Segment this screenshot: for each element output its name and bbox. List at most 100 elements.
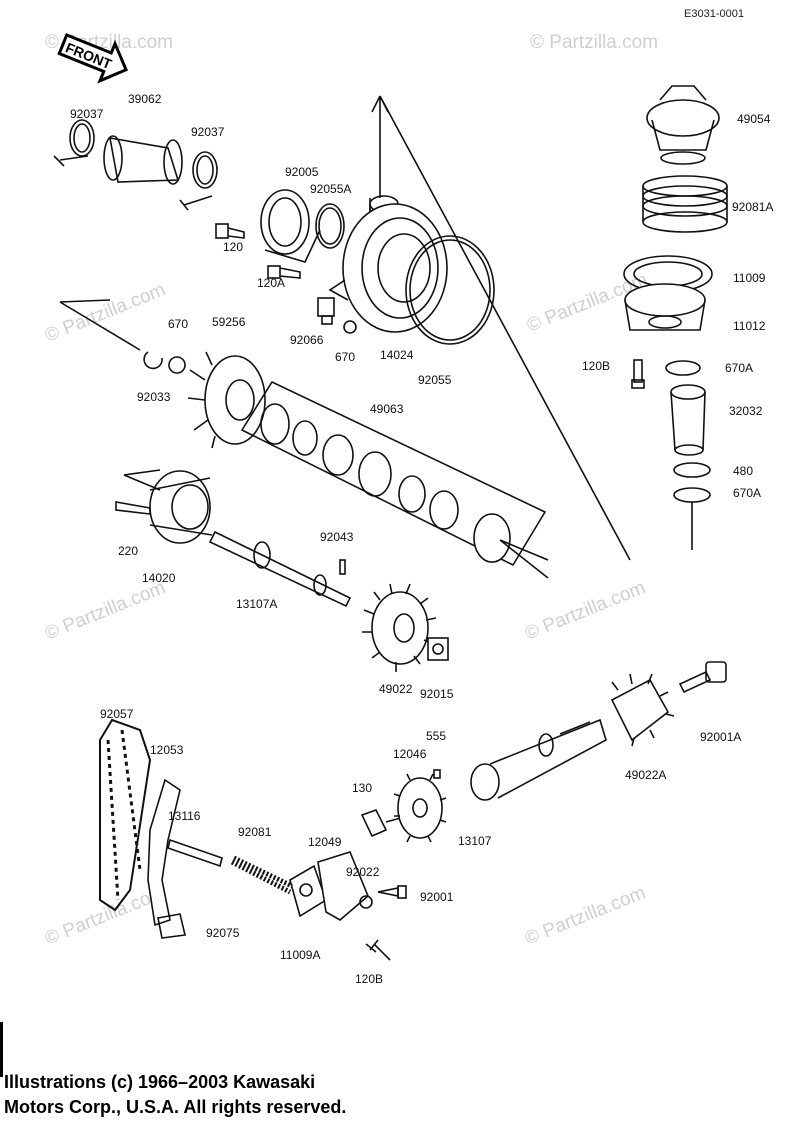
part-number-label: 120B — [355, 972, 383, 986]
cover-icon — [624, 283, 706, 331]
watermark: © Partzilla.com — [522, 882, 649, 949]
bolt-icon — [215, 223, 245, 239]
o-ring-icon — [315, 203, 345, 249]
part-number-label: 220 — [118, 544, 138, 558]
chain-icon — [99, 718, 152, 912]
bolt-icon — [267, 265, 301, 279]
tensioner-icon — [317, 851, 369, 921]
part-number-label: 92081A — [732, 200, 773, 214]
hose-clamp-icon — [53, 119, 95, 167]
part-number-label: 14020 — [142, 571, 176, 585]
watermark: © Partzilla.com — [522, 577, 649, 644]
part-number-label: 670 — [335, 350, 355, 364]
part-number-label: 11009 — [733, 271, 766, 285]
bevel-gear-icon — [610, 673, 675, 747]
bevel-gear-icon — [362, 583, 437, 672]
spring-icon — [230, 855, 294, 895]
part-number-label: 92043 — [320, 530, 354, 544]
part-number-label: 92001 — [420, 890, 454, 904]
bolt-icon — [631, 359, 645, 389]
part-number-label: 32032 — [729, 404, 763, 418]
part-number-label: 92081 — [238, 825, 272, 839]
diagram-code: E3031-0001 — [684, 8, 744, 20]
part-number-label: 92055A — [310, 182, 351, 196]
part-number-label: 14024 — [380, 348, 414, 362]
bearing-housing-icon — [149, 470, 213, 544]
copyright-notice: Illustrations (c) 1966–2003 Kawasaki Mot… — [4, 1070, 346, 1120]
part-number-label: 670A — [725, 361, 753, 375]
part-number-label: 92022 — [346, 865, 380, 879]
impeller-icon — [187, 351, 266, 449]
part-number-label: 92005 — [285, 165, 319, 179]
washer-icon — [359, 895, 373, 909]
part-number-label: 13107 — [458, 834, 492, 848]
part-labels: 92037 39062 92037 92005 92055A 120 120A 670 5925… — [70, 92, 773, 986]
o-ring-icon — [673, 487, 711, 503]
part-number-label: 12053 — [150, 743, 184, 757]
plug-icon — [317, 297, 335, 325]
part-number-label: 120 — [223, 240, 243, 254]
bolt-icon — [365, 939, 391, 961]
part-number-label: 12046 — [393, 747, 427, 761]
part-number-label: 49054 — [737, 112, 771, 126]
hose-clamp-icon — [179, 151, 218, 211]
bolt-icon — [377, 885, 407, 899]
guide-line — [123, 469, 161, 491]
part-number-label: 480 — [733, 464, 753, 478]
fitting-icon — [260, 189, 321, 263]
part-number-label: 92057 — [100, 707, 134, 721]
seal-icon — [168, 356, 186, 374]
part-number-label: 120B — [582, 359, 610, 373]
guide-line — [59, 299, 141, 351]
pivot-shaft-icon — [167, 838, 223, 868]
part-number-label: 670A — [733, 486, 761, 500]
part-number-label: 92037 — [191, 125, 225, 139]
circlip-icon — [143, 351, 163, 370]
hose-icon — [103, 135, 183, 185]
part-number-label: 92001A — [700, 730, 741, 744]
o-ring-icon — [343, 320, 357, 334]
parts-art — [53, 85, 728, 961]
part-number-label: 555 — [426, 729, 446, 743]
bolt-icon — [115, 501, 151, 515]
key-icon — [433, 769, 441, 779]
copyright-line-2: Motors Corp., U.S.A. All rights reserved… — [4, 1097, 347, 1117]
part-number-label: 59256 — [212, 315, 246, 329]
part-number-label: 92055 — [418, 373, 452, 387]
part-number-label: 13116 — [168, 809, 201, 823]
part-number-label: 11009A — [280, 948, 320, 962]
pipe-icon — [670, 384, 706, 456]
part-number-label: 12049 — [308, 835, 342, 849]
seal-ring-icon — [642, 175, 728, 233]
watermark: © Partzilla.com — [530, 32, 658, 53]
part-number-label: 49022A — [625, 768, 666, 782]
clip-icon — [157, 913, 186, 939]
part-number-label: 92075 — [206, 926, 240, 940]
part-number-label: 120A — [257, 276, 285, 290]
part-number-label: 92037 — [70, 107, 104, 121]
copyright-line-1: Illustrations (c) 1966–2003 Kawasaki — [4, 1072, 316, 1092]
sprocket-icon — [393, 773, 447, 843]
o-ring-icon — [665, 360, 701, 376]
guide-line — [499, 539, 549, 579]
margin-bar — [0, 1022, 3, 1077]
part-number-label: 130 — [352, 781, 372, 795]
guide-line — [371, 95, 631, 561]
part-number-label: 49063 — [370, 402, 404, 416]
bolt-icon — [678, 661, 727, 694]
nut-icon — [427, 637, 449, 661]
shaft-icon — [470, 718, 607, 801]
part-number-label: 92033 — [137, 390, 171, 404]
pin-icon — [339, 559, 346, 575]
part-number-label: 39062 — [128, 92, 162, 106]
part-number-label: 13107A — [236, 597, 277, 611]
part-number-label: 92066 — [290, 333, 324, 347]
thermostat-icon — [646, 85, 720, 165]
watermark: © Partzilla.com — [42, 577, 169, 644]
part-number-label: 49022 — [379, 682, 413, 696]
circlip-icon — [673, 462, 711, 478]
part-number-label: 670 — [168, 317, 188, 331]
part-number-label: 92015 — [420, 687, 454, 701]
gasket-icon — [405, 235, 495, 345]
chain-guide-icon — [147, 778, 181, 927]
